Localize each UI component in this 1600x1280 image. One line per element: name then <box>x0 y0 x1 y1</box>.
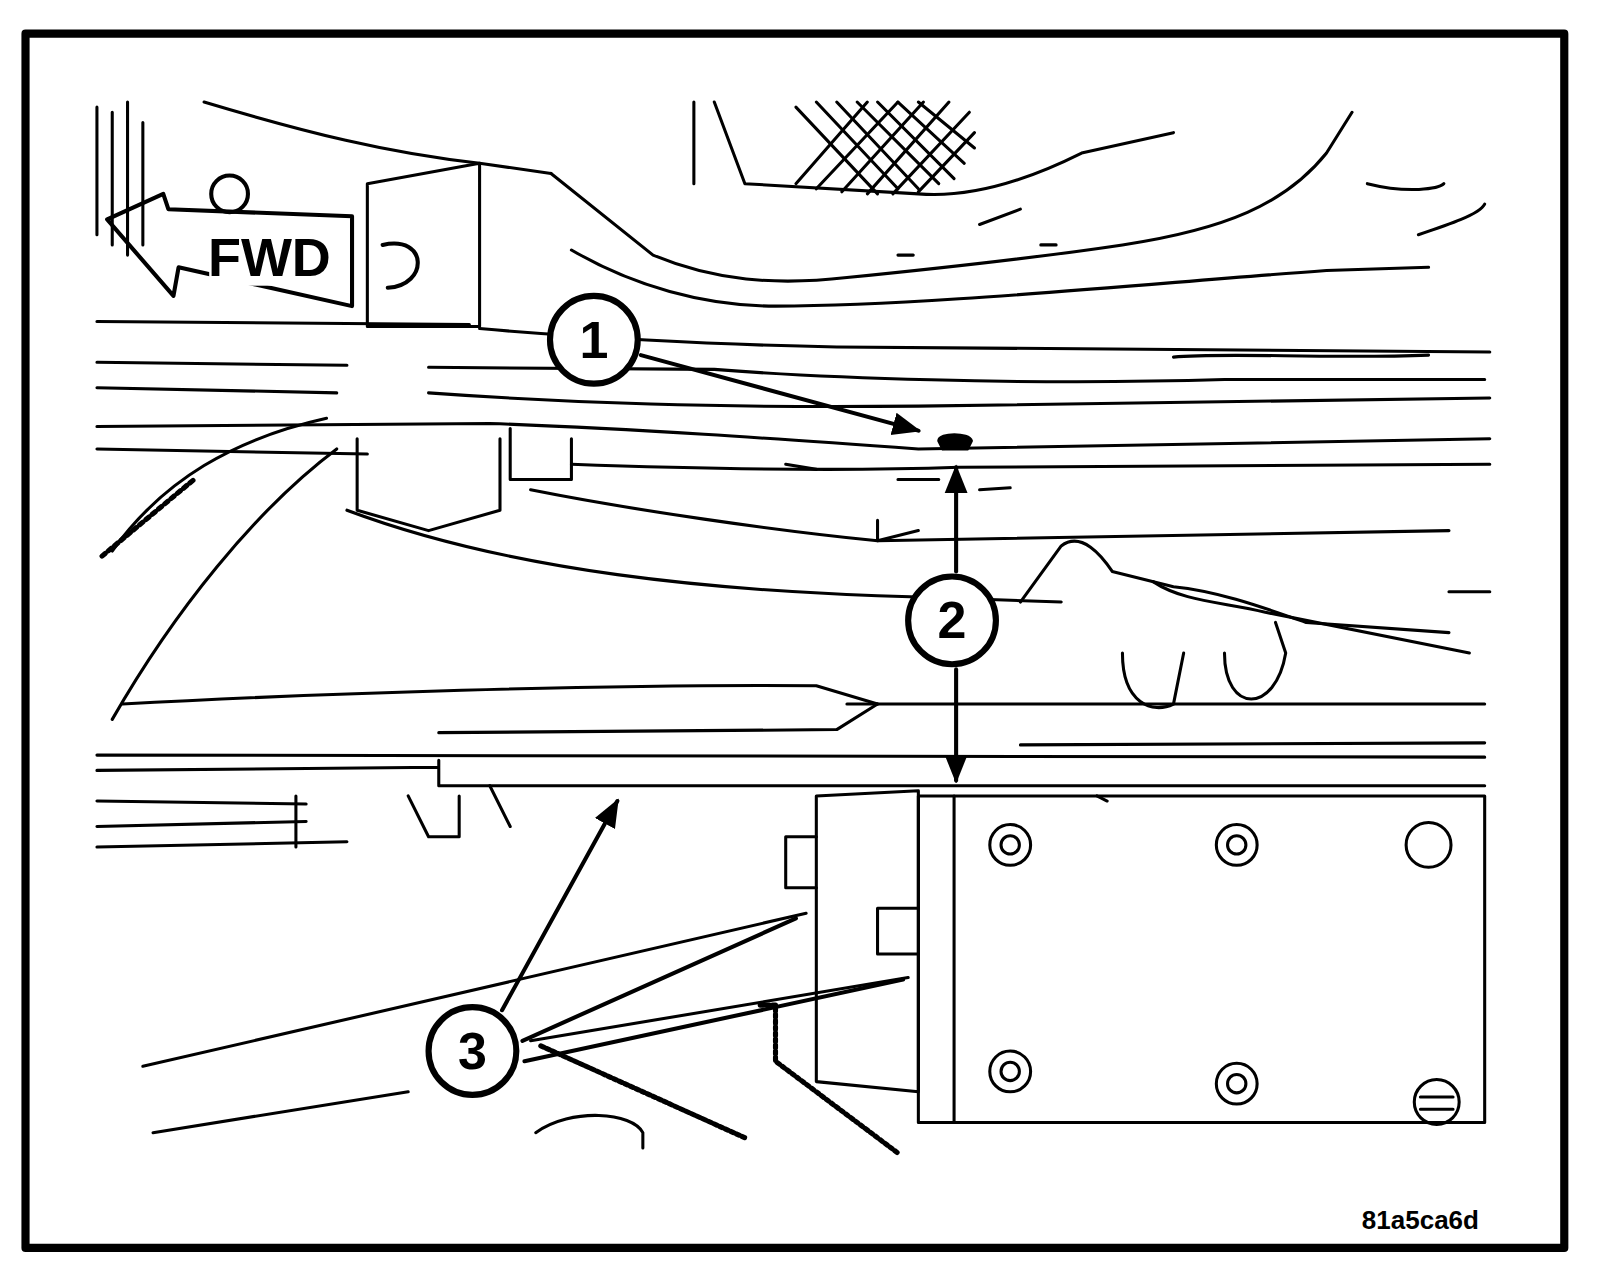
cross-member <box>1020 743 1484 745</box>
module-box <box>1228 1074 1246 1092</box>
cross-member <box>97 760 1485 786</box>
suspension <box>1224 622 1285 699</box>
frame-rail <box>357 439 500 531</box>
module-box <box>918 796 1484 1123</box>
suspension <box>1020 541 1449 632</box>
module-box <box>1420 1097 1453 1109</box>
callout-number: 1 <box>579 314 608 366</box>
floor-pan <box>102 418 1061 719</box>
leader-line <box>524 980 903 1062</box>
suspension <box>1020 541 1489 707</box>
module-bracket <box>536 1115 643 1148</box>
module-box <box>918 796 1484 1125</box>
underbody <box>898 209 1056 255</box>
underbody <box>694 102 1174 194</box>
underbody <box>204 102 551 173</box>
module-box <box>1228 836 1246 854</box>
figure-id: 81a5ca6d <box>1362 1207 1479 1233</box>
module-bracket <box>816 791 918 1092</box>
floor-pan <box>112 449 336 719</box>
fastener <box>939 435 972 449</box>
leader-line <box>502 355 956 1061</box>
forward-arrow <box>211 176 248 213</box>
module-bracket <box>531 978 909 1041</box>
callout-number: 3 <box>458 1025 487 1077</box>
frame-rail <box>97 423 1490 449</box>
cross-member <box>296 796 459 847</box>
illustration <box>26 34 1565 1248</box>
underbody <box>571 250 1428 306</box>
underbody <box>1367 184 1484 235</box>
frame-rail <box>531 490 1449 541</box>
callout-circle <box>908 577 996 665</box>
forward-arrow <box>107 176 418 307</box>
module-box <box>1001 1062 1019 1080</box>
suspension <box>1122 653 1183 708</box>
module-box <box>1414 1080 1459 1125</box>
module-bracket <box>143 791 919 1153</box>
callout-circle <box>429 296 996 1095</box>
module-bracket <box>786 837 817 888</box>
callout-circle <box>429 1007 517 1095</box>
module-bracket <box>760 1005 898 1153</box>
frame-rail <box>1173 355 1428 357</box>
forward-arrow <box>383 244 418 288</box>
floor-pan <box>122 685 877 704</box>
direction-label: FWD <box>208 230 331 284</box>
leader-line <box>502 801 617 1010</box>
frame-rail <box>510 429 571 480</box>
underbody <box>367 163 479 326</box>
cross-member <box>439 704 878 733</box>
cross-member <box>97 755 1485 757</box>
frame-rail <box>786 464 1010 490</box>
module-box <box>990 824 1031 865</box>
module-bracket <box>878 908 919 954</box>
module-bracket <box>153 1092 408 1133</box>
module-bracket <box>541 1046 745 1138</box>
cross-member <box>97 801 347 847</box>
frame-rail <box>97 321 1490 540</box>
suspension <box>1449 590 1490 593</box>
floor-pan <box>102 480 194 557</box>
leader-line <box>954 467 958 571</box>
underbody <box>796 102 975 194</box>
cross-member <box>97 704 1485 847</box>
module-box <box>1216 1063 1257 1104</box>
module-box <box>1216 824 1257 865</box>
frame-rail <box>97 321 1490 352</box>
module-box <box>953 796 956 1123</box>
cross-member <box>847 703 1485 706</box>
cross-member <box>490 786 1107 827</box>
underbody <box>551 112 1352 281</box>
suspension <box>1153 582 1469 653</box>
underbody <box>796 102 975 194</box>
module-box <box>1001 836 1019 854</box>
leader-line <box>522 918 795 1040</box>
frame <box>26 34 1565 1248</box>
underbody <box>97 102 1485 326</box>
fastener <box>939 435 972 449</box>
frame-rail <box>97 362 1485 381</box>
module-box <box>1406 822 1451 867</box>
callout-circle <box>550 296 638 384</box>
leader-line <box>641 355 919 431</box>
callout-number: 2 <box>938 594 967 646</box>
frame-rail <box>878 520 919 540</box>
leader-line <box>954 669 958 780</box>
module-box <box>990 1051 1031 1092</box>
